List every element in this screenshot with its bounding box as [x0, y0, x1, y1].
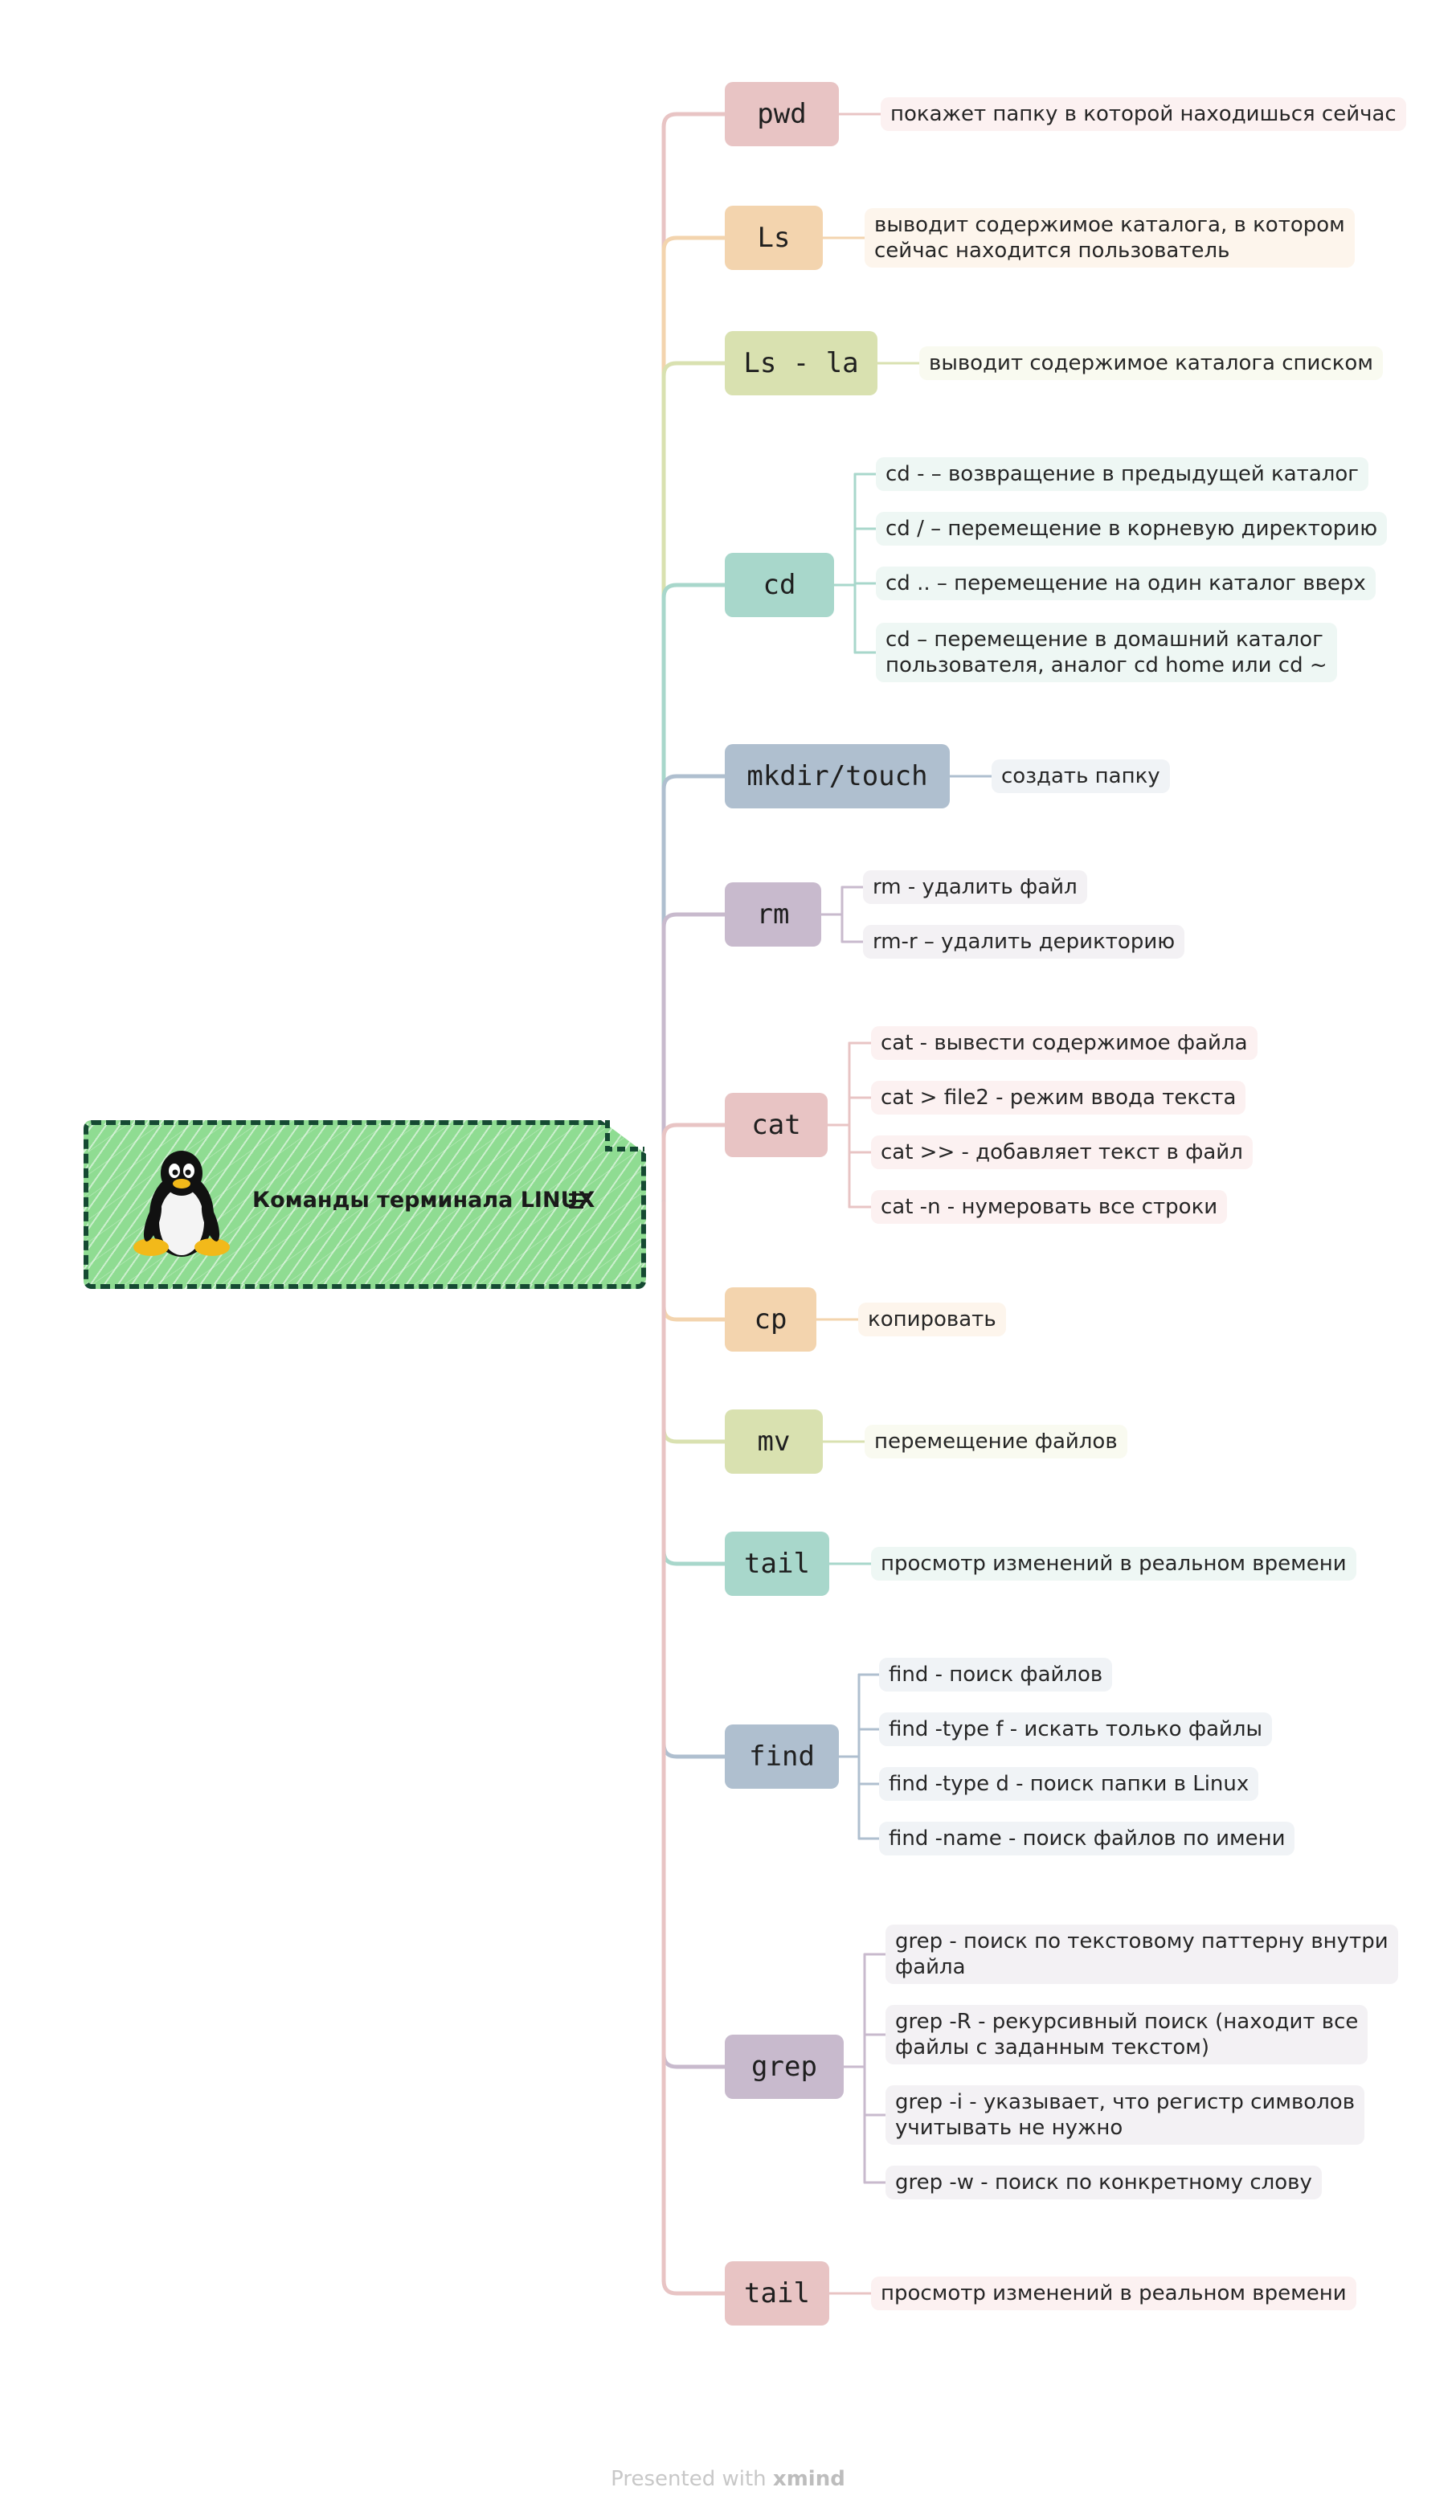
leaf-topic[interactable]: создать папку — [992, 759, 1170, 793]
leaf-topic[interactable]: cat > file2 - режим ввода текста — [871, 1081, 1246, 1115]
branch-node-pwd[interactable]: pwd — [725, 82, 839, 146]
leaf-topic[interactable]: cd / – перемещение в корневую директорию — [876, 512, 1388, 546]
leaf-topic[interactable]: выводит содержимое каталога списком — [919, 346, 1383, 380]
connector-line — [661, 774, 727, 1205]
branch-node-mkdir-touch[interactable]: mkdir/touch — [725, 744, 950, 808]
leaf-topic[interactable]: cat -n - нумеровать все строки — [871, 1190, 1228, 1224]
branch-node-tail[interactable]: tail — [725, 1532, 829, 1596]
leaf-topic[interactable]: rm - удалить файл — [863, 870, 1087, 904]
footer-prefix: Presented with — [611, 2467, 767, 2491]
leaf-topic[interactable]: просмотр изменений в реальном времени — [871, 2277, 1356, 2310]
branch-node-tail[interactable]: tail — [725, 2261, 829, 2326]
branch-node-ls[interactable]: Ls — [725, 206, 823, 270]
connector-line — [661, 1200, 727, 1759]
connector-line — [661, 1200, 727, 1444]
leaf-topic[interactable]: grep - поиск по текстовому паттерну внут… — [885, 1925, 1398, 1984]
branch-node-cd[interactable]: cd — [725, 553, 834, 617]
leaf-topic[interactable]: grep -w - поиск по конкретному слову — [885, 2166, 1322, 2199]
leaf-topic[interactable]: cd - – возвращение в предыдущей каталог — [876, 457, 1368, 491]
branch-node-rm[interactable]: rm — [725, 882, 821, 947]
connector-line — [661, 1200, 727, 1322]
leaf-topic[interactable]: копировать — [858, 1303, 1006, 1336]
leaf-topic[interactable]: grep -i - указывает, что регистр символо… — [885, 2085, 1365, 2145]
connector-line — [661, 1123, 727, 1205]
leaf-topic[interactable]: find -type f - искать только файлы — [879, 1712, 1273, 1746]
connector-line — [661, 912, 727, 1205]
leaf-topic[interactable]: cd .. – перемещение на один каталог ввер… — [876, 567, 1376, 600]
connector-line — [661, 235, 727, 1205]
connector-line — [661, 1200, 727, 2296]
branch-node-mv[interactable]: mv — [725, 1409, 823, 1474]
leaf-topic[interactable]: перемещение файлов — [865, 1425, 1127, 1458]
leaf-topic[interactable]: rm-r – удалить дерикторию — [863, 925, 1185, 959]
connector-line — [661, 1200, 727, 1566]
xmind-brand[interactable]: xmind — [772, 2467, 845, 2491]
leaf-topic[interactable]: find - поиск файлов — [879, 1658, 1113, 1692]
leaf-topic[interactable]: cat >> - добавляет текст в файл — [871, 1135, 1253, 1169]
leaf-topic[interactable]: find -type d - поиск папки в Linux — [879, 1767, 1259, 1801]
connector-line — [661, 361, 727, 1205]
branch-node-ls-la[interactable]: Ls - la — [725, 331, 877, 395]
leaf-topic[interactable]: покажет папку в которой находишься сейча… — [881, 97, 1406, 131]
tux-penguin-icon — [133, 1151, 230, 1257]
footer-credit: Presented with xmind — [0, 2467, 1456, 2491]
leaf-topic[interactable]: grep -R - рекурсивный поиск (находит все… — [885, 2005, 1368, 2064]
connector-line — [661, 112, 727, 1205]
leaf-topic[interactable]: просмотр изменений в реальном времени — [871, 1547, 1356, 1581]
connector-line — [661, 583, 727, 1205]
leaf-topic[interactable]: cat - вывести содержимое файла — [871, 1026, 1258, 1060]
branch-node-find[interactable]: find — [725, 1724, 839, 1789]
central-topic-title: Команды терминала LINUX — [252, 1188, 595, 1213]
branch-node-cat[interactable]: cat — [725, 1093, 828, 1157]
page-fold-corner — [605, 1120, 644, 1152]
notes-icon[interactable] — [569, 1193, 590, 1211]
leaf-topic[interactable]: find -name - поиск файлов по имени — [879, 1822, 1295, 1855]
connector-line — [661, 1200, 727, 2069]
branch-node-grep[interactable]: grep — [725, 2035, 844, 2099]
branch-node-cp[interactable]: cp — [725, 1287, 816, 1352]
